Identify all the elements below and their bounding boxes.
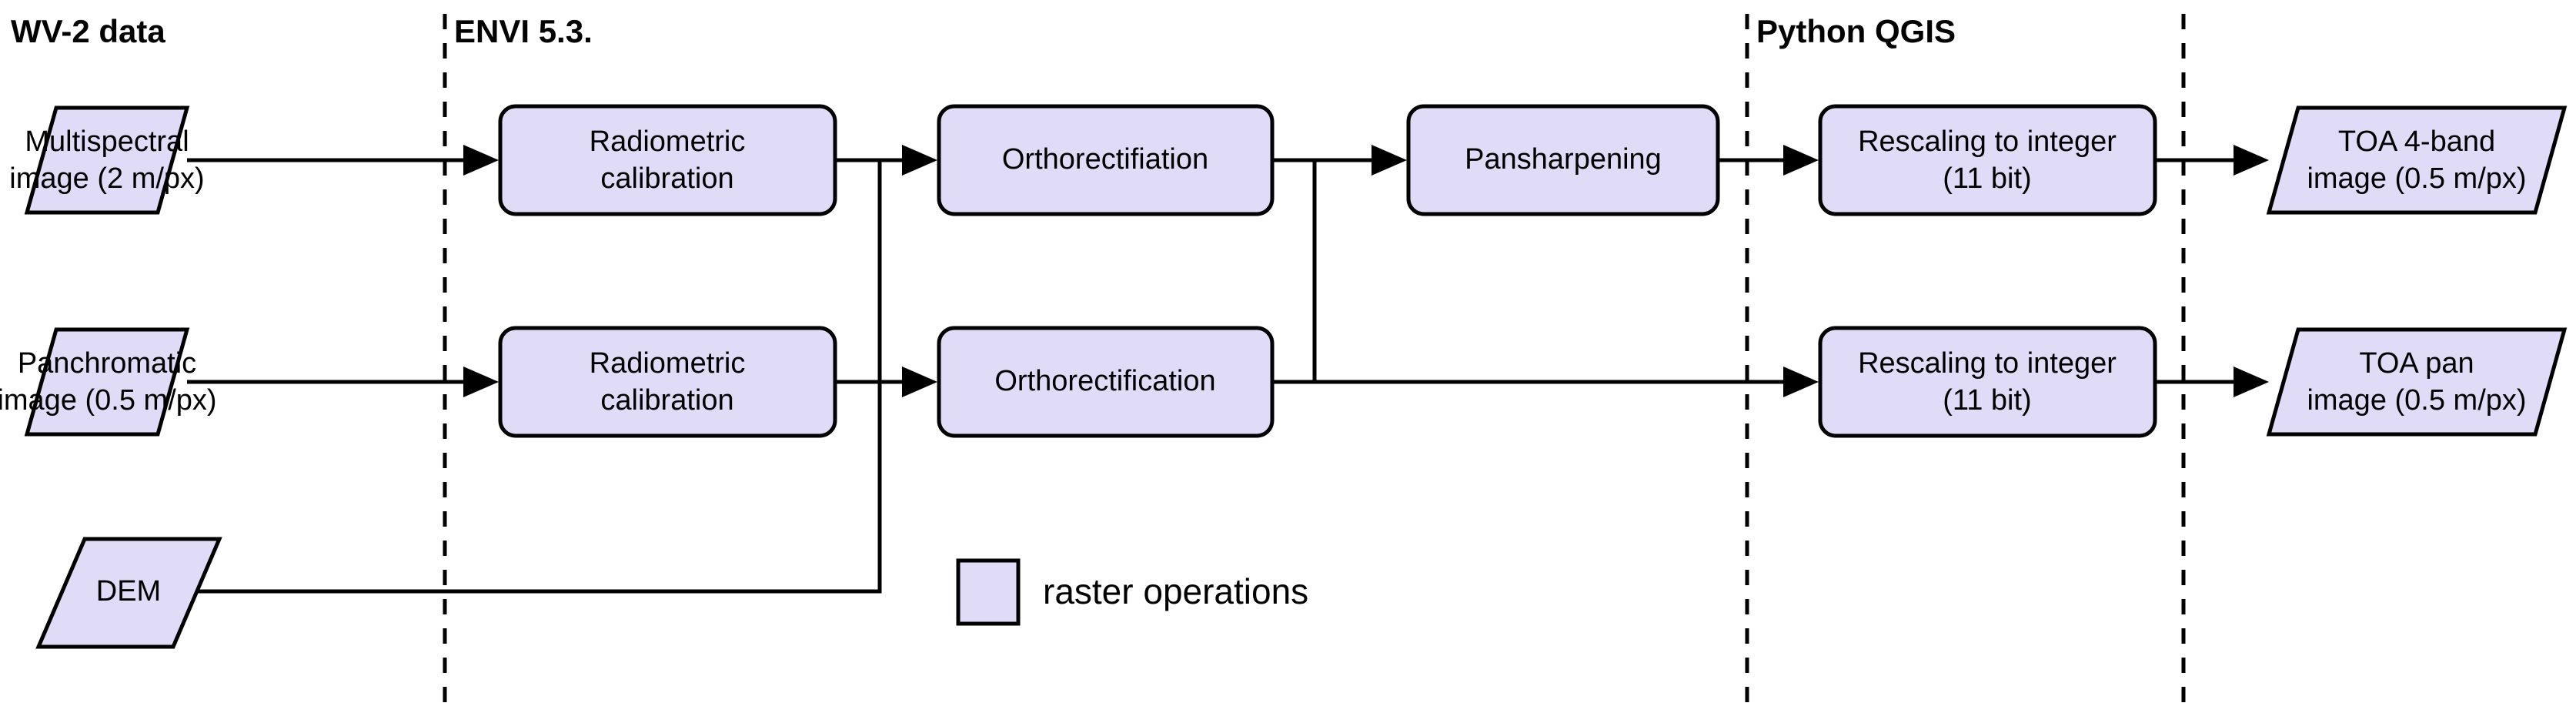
arrowhead-pan-input-to-calibration [463,367,499,397]
node-panchromatic-input[interactable]: Panchromatic image (0.5 m/px) [0,327,217,437]
arrowhead-calibration-ms-to-ortho [902,145,937,176]
radiometric-calibration-ms-label-line2: calibration [600,162,733,195]
radiometric-calibration-ms-shape [498,104,837,216]
connector-ortho-pan-branch-to-pansharpening [1312,158,1393,382]
node-rescaling-ms[interactable]: Rescaling to integer (11 bit) [1818,104,2157,216]
node-pansharpening[interactable]: Pansharpening [1406,104,1720,216]
arrowhead-ms-input-to-calibration [463,145,499,176]
radiometric-calibration-pan-label-line2: calibration [600,384,733,417]
orthorectification-ms-label: Orthorectifiation [1002,143,1208,176]
panchromatic-input-shape [24,327,190,437]
radiometric-calibration-ms-label-line1: Radiometric [590,126,746,158]
arrowhead-ortho-pan-to-rescaling-pan [1783,367,1819,397]
lane-title-wv2: WV-2 data [11,13,165,49]
multispectral-input-label-line1: Multispectral [25,126,189,158]
node-toa-4band-output[interactable]: TOA 4-band image (0.5 m/px) [2266,105,2568,215]
node-radiometric-calibration-ms[interactable]: Radiometric calibration [498,104,837,216]
arrowhead-rescaling-ms-to-toa4band [2234,145,2269,176]
rescaling-pan-label-line2: (11 bit) [1943,384,2031,417]
rescaling-ms-label-line1: Rescaling to integer [1858,126,2117,158]
toa-4band-output-label-line2: image (0.5 m/px) [2307,162,2526,195]
orthorectification-pan-label: Orthorectification [994,365,1215,397]
pansharpening-shape [1406,104,1720,216]
lane-title-envi: ENVI 5.3. [454,13,593,49]
lane-title-qgis: Python QGIS [1756,13,1956,49]
orthorectification-ms-shape [937,104,1275,216]
pansharpening-label: Pansharpening [1465,143,1662,176]
orthorectification-pan-shape [937,326,1275,438]
multispectral-input-label-line2: image (2 m/px) [9,162,204,195]
connector-dem-to-ortho-riser [173,160,882,594]
rescaling-ms-shape [1818,104,2157,216]
toa-4band-output-label-line1: TOA 4-band [2338,126,2495,158]
arrowhead-calibration-pan-to-ortho [902,367,937,397]
panchromatic-input-label-line1: Panchromatic [18,347,196,380]
multispectral-input-shape [24,105,190,215]
node-orthorectification-ms[interactable]: Orthorectifiation [937,104,1275,216]
toa-pan-output-shape [2266,327,2568,437]
node-rescaling-pan[interactable]: Rescaling to integer (11 bit) [1818,326,2157,438]
legend: raster operations [956,558,1308,626]
node-multispectral-input[interactable]: Multispectral image (2 m/px) [9,105,205,215]
dem-input-label: DEM [96,575,161,608]
panchromatic-input-label-line2: image (0.5 m/px) [0,384,217,417]
legend-swatch-raster-operations [956,558,1021,626]
legend-label-raster-operations: raster operations [1043,571,1308,611]
toa-pan-output-label-line2: image (0.5 m/px) [2307,384,2526,417]
toa-pan-output-label-line1: TOA pan [2359,347,2474,380]
toa-4band-output-shape [2266,105,2568,215]
arrowhead-rescaling-pan-to-toapan [2234,367,2269,397]
node-orthorectification-pan[interactable]: Orthorectification [937,326,1275,438]
radiometric-calibration-pan-shape [498,326,837,438]
radiometric-calibration-pan-label-line1: Radiometric [590,347,746,380]
dem-input-shape [35,537,222,649]
arrowhead-pansharpening-to-rescaling-ms [1783,145,1819,176]
node-radiometric-calibration-pan[interactable]: Radiometric calibration [498,326,837,438]
rescaling-ms-label-line2: (11 bit) [1943,162,2031,195]
rescaling-pan-label-line1: Rescaling to integer [1858,347,2117,380]
node-dem-input[interactable]: DEM [35,537,222,649]
rescaling-pan-shape [1818,326,2157,438]
node-toa-pan-output[interactable]: TOA pan image (0.5 m/px) [2266,327,2568,437]
